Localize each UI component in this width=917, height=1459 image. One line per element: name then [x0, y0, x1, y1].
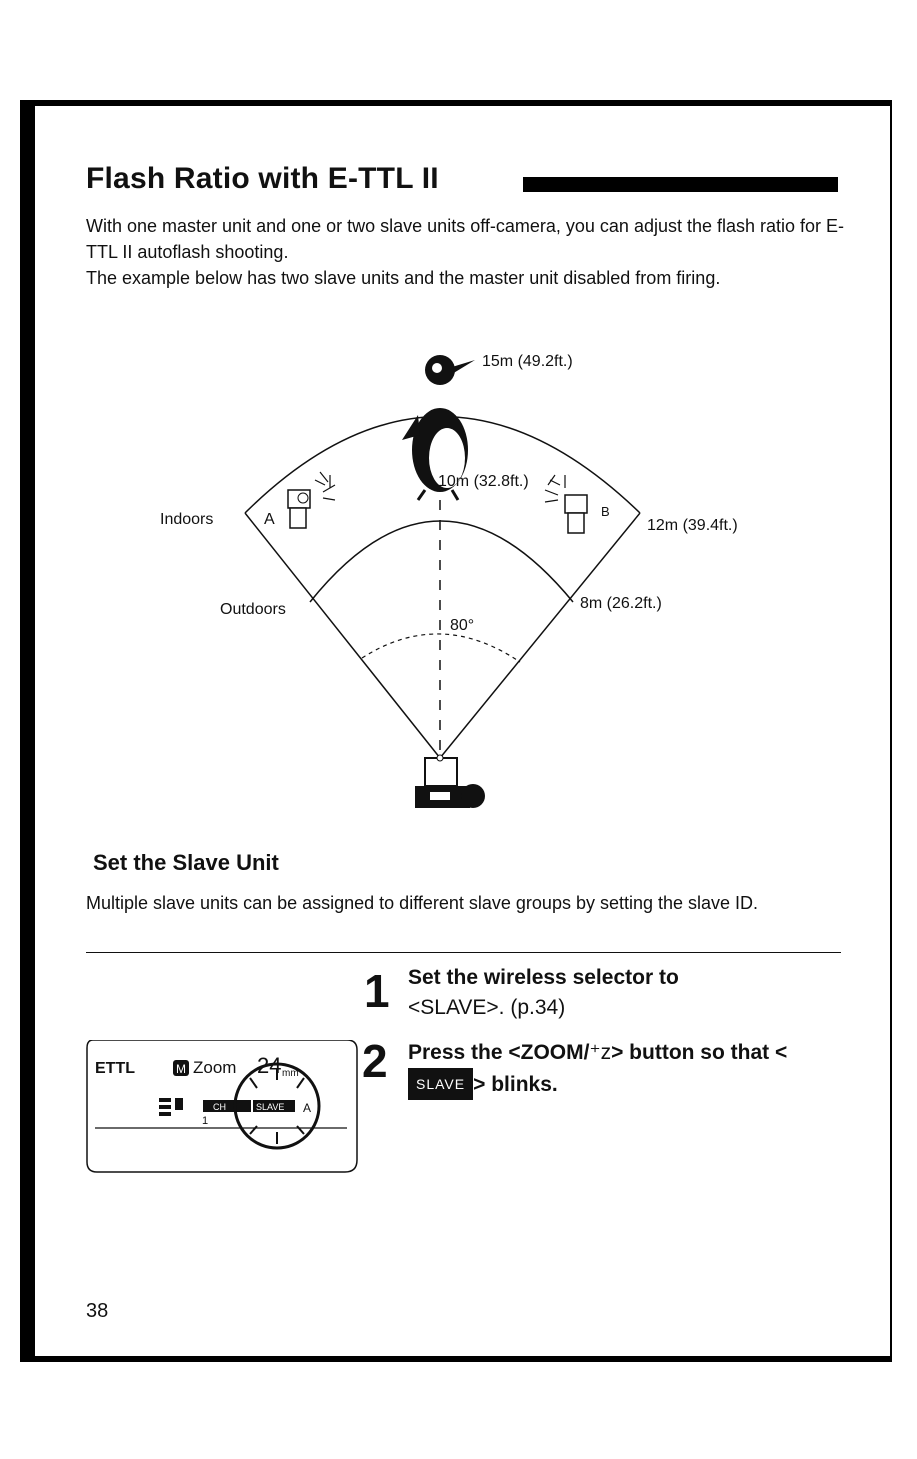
step-2-bold-a: Press the <ZOOM/: [408, 1041, 590, 1064]
lcd-unit: mm: [282, 1068, 299, 1079]
slave-badge: SLAVE: [408, 1068, 474, 1100]
step-2-text: Press the <ZOOM/⁺z> button so that < SLAV…: [408, 1038, 838, 1100]
label-15m: 15m (49.2ft.): [482, 353, 573, 370]
step-1-bold: Set the wireless selector to: [408, 966, 679, 989]
lcd-panel-illustration: ETTL M Zoom 24 mm CH SLAVE A 1: [86, 1040, 358, 1173]
page-title: Flash Ratio with E-TTL II: [86, 162, 439, 195]
label-angle: 80°: [450, 617, 474, 634]
lcd-m: M: [176, 1062, 186, 1076]
section-title: Set the Slave Unit: [93, 850, 279, 875]
camera-icon: [415, 754, 485, 808]
indoor-right-edge: [439, 512, 641, 759]
section-text: Multiple slave units can be assigned to …: [86, 893, 759, 913]
page-number: 38: [86, 1300, 109, 1322]
penguin-subject-icon: [402, 355, 475, 501]
lcd-slave: SLAVE: [256, 1102, 284, 1112]
lcd-flash-icon: [159, 1098, 183, 1116]
label-b: B: [601, 504, 610, 519]
flash-exposure-icon: ⁺z: [589, 1041, 612, 1064]
lcd-ettl: ETTL: [95, 1060, 135, 1077]
step-2-number: 2: [362, 1035, 388, 1087]
step-2-bold-b: > button so that <: [611, 1041, 788, 1064]
angle-arc: [361, 633, 521, 663]
outdoor-range-arc: [309, 520, 574, 603]
lcd-group: A: [303, 1101, 311, 1115]
step-2-bold-c: > blinks.: [473, 1073, 558, 1096]
lcd-ch: CH: [213, 1102, 226, 1112]
lcd-blink-circle: [233, 1062, 321, 1150]
label-outdoors: Outdoors: [220, 601, 286, 618]
lcd-id: 1: [202, 1115, 208, 1127]
step-1-number: 1: [364, 965, 390, 1017]
intro-text: With one master unit and one or two slav…: [86, 213, 846, 291]
label-8m: 8m (26.2ft.): [580, 595, 662, 612]
step-1-rest: <SLAVE>. (p.34): [408, 996, 566, 1019]
slave-flash-b-icon: [544, 474, 588, 534]
label-indoors: Indoors: [160, 511, 213, 528]
label-12m: 12m (39.4ft.): [647, 517, 738, 534]
indoor-left-edge: [244, 512, 441, 759]
label-10m: 10m (32.8ft.): [438, 473, 529, 490]
section-divider: [86, 952, 841, 953]
label-a: A: [264, 511, 275, 528]
title-bar: [523, 177, 838, 192]
slave-flash-a-icon: [287, 471, 336, 529]
intro-paragraph-2: The example below has two slave units an…: [86, 268, 721, 288]
flash-range-diagram: 15m (49.2ft.) 10m (32.8ft.) 12m (39.4ft.…: [160, 353, 738, 808]
step-1-text: Set the wireless selector to <SLAVE>. (p…: [408, 963, 828, 1023]
intro-paragraph-1: With one master unit and one or two slav…: [86, 216, 845, 262]
lcd-zoom: Zoom: [193, 1058, 236, 1077]
